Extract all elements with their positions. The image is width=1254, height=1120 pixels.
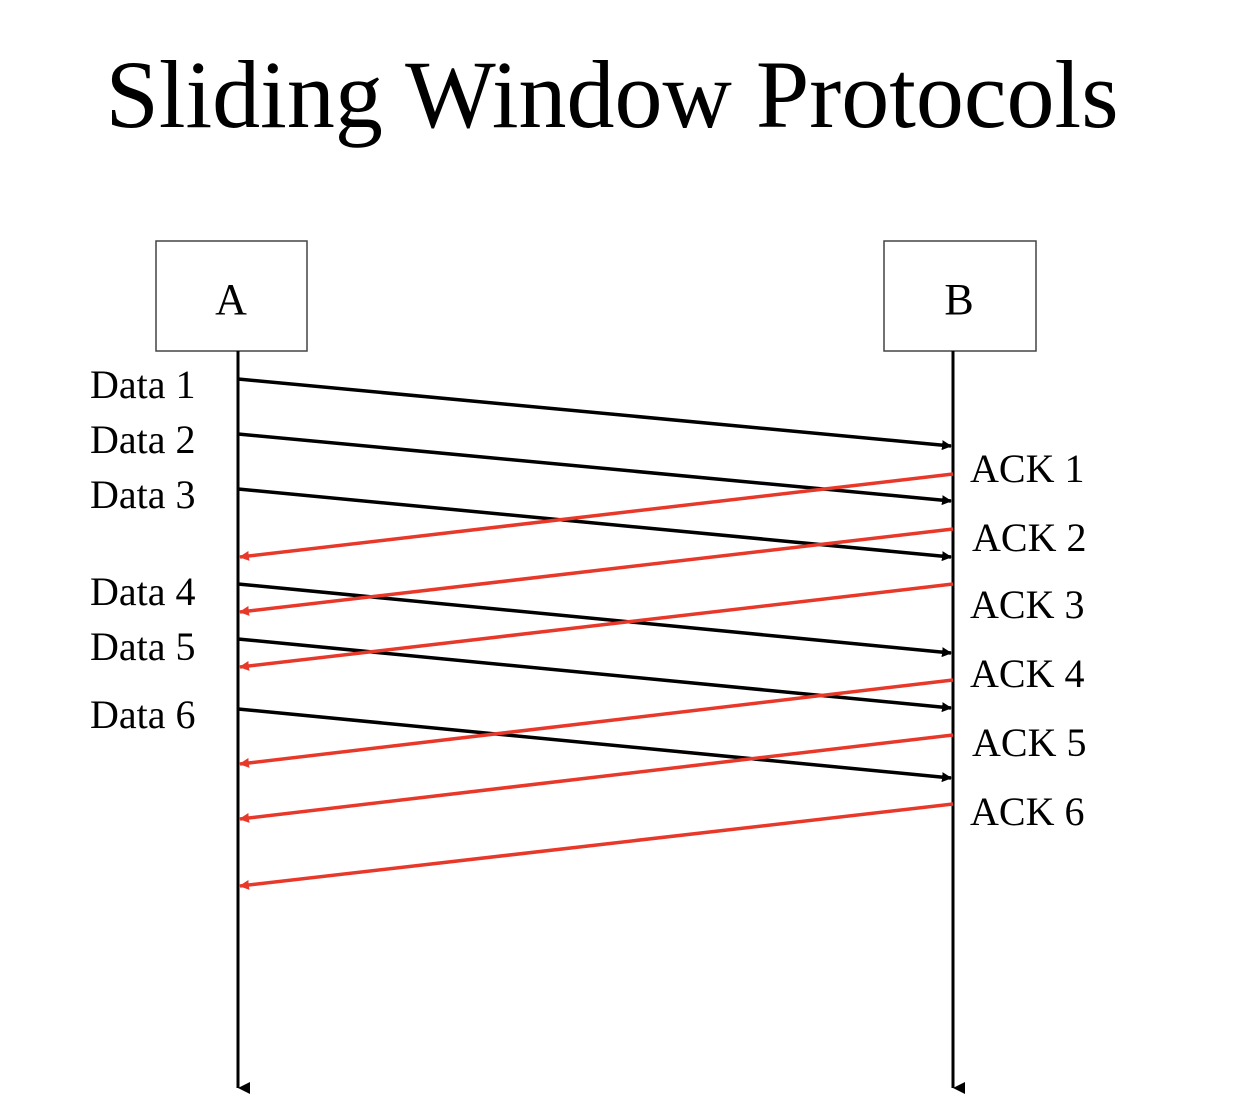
- data-arrow-6: [237, 707, 952, 783]
- ack-arrow-4: [239, 678, 954, 768]
- ack-arrow-3: [239, 582, 954, 671]
- data-label-6: Data 6: [90, 692, 196, 737]
- ack-arrow-6: [239, 802, 954, 890]
- node-b-box: [883, 240, 1037, 352]
- data-label-4: Data 4: [90, 569, 196, 614]
- ack-arrow-2: [239, 527, 954, 616]
- data-arrow-3: [237, 487, 952, 562]
- data-label-2: Data 2: [90, 417, 196, 462]
- node-a: A: [155, 240, 308, 352]
- data-label-3: Data 3: [90, 472, 196, 517]
- node-b-label: B: [944, 275, 973, 324]
- node-a-box: [155, 240, 308, 352]
- ack-label-5: ACK 5: [972, 720, 1086, 765]
- data-arrow-4: [237, 582, 952, 658]
- data-arrow-1: [237, 377, 952, 451]
- ack-label-2: ACK 2: [972, 515, 1086, 560]
- ack-label-6: ACK 6: [970, 789, 1084, 834]
- data-label-1: Data 1: [90, 362, 196, 407]
- ack-label-3: ACK 3: [970, 582, 1084, 627]
- ack-label-1: ACK 1: [970, 446, 1084, 491]
- data-arrow-2: [237, 432, 952, 506]
- node-b: B: [883, 240, 1037, 352]
- data-label-5: Data 5: [90, 624, 196, 669]
- ack-arrow-1: [239, 472, 954, 561]
- diagram-title: Sliding Window Protocols: [105, 41, 1119, 148]
- node-a-label: A: [215, 275, 247, 324]
- ack-arrow-5: [239, 733, 954, 823]
- ack-label-4: ACK 4: [970, 651, 1084, 696]
- data-arrow-5: [237, 637, 952, 713]
